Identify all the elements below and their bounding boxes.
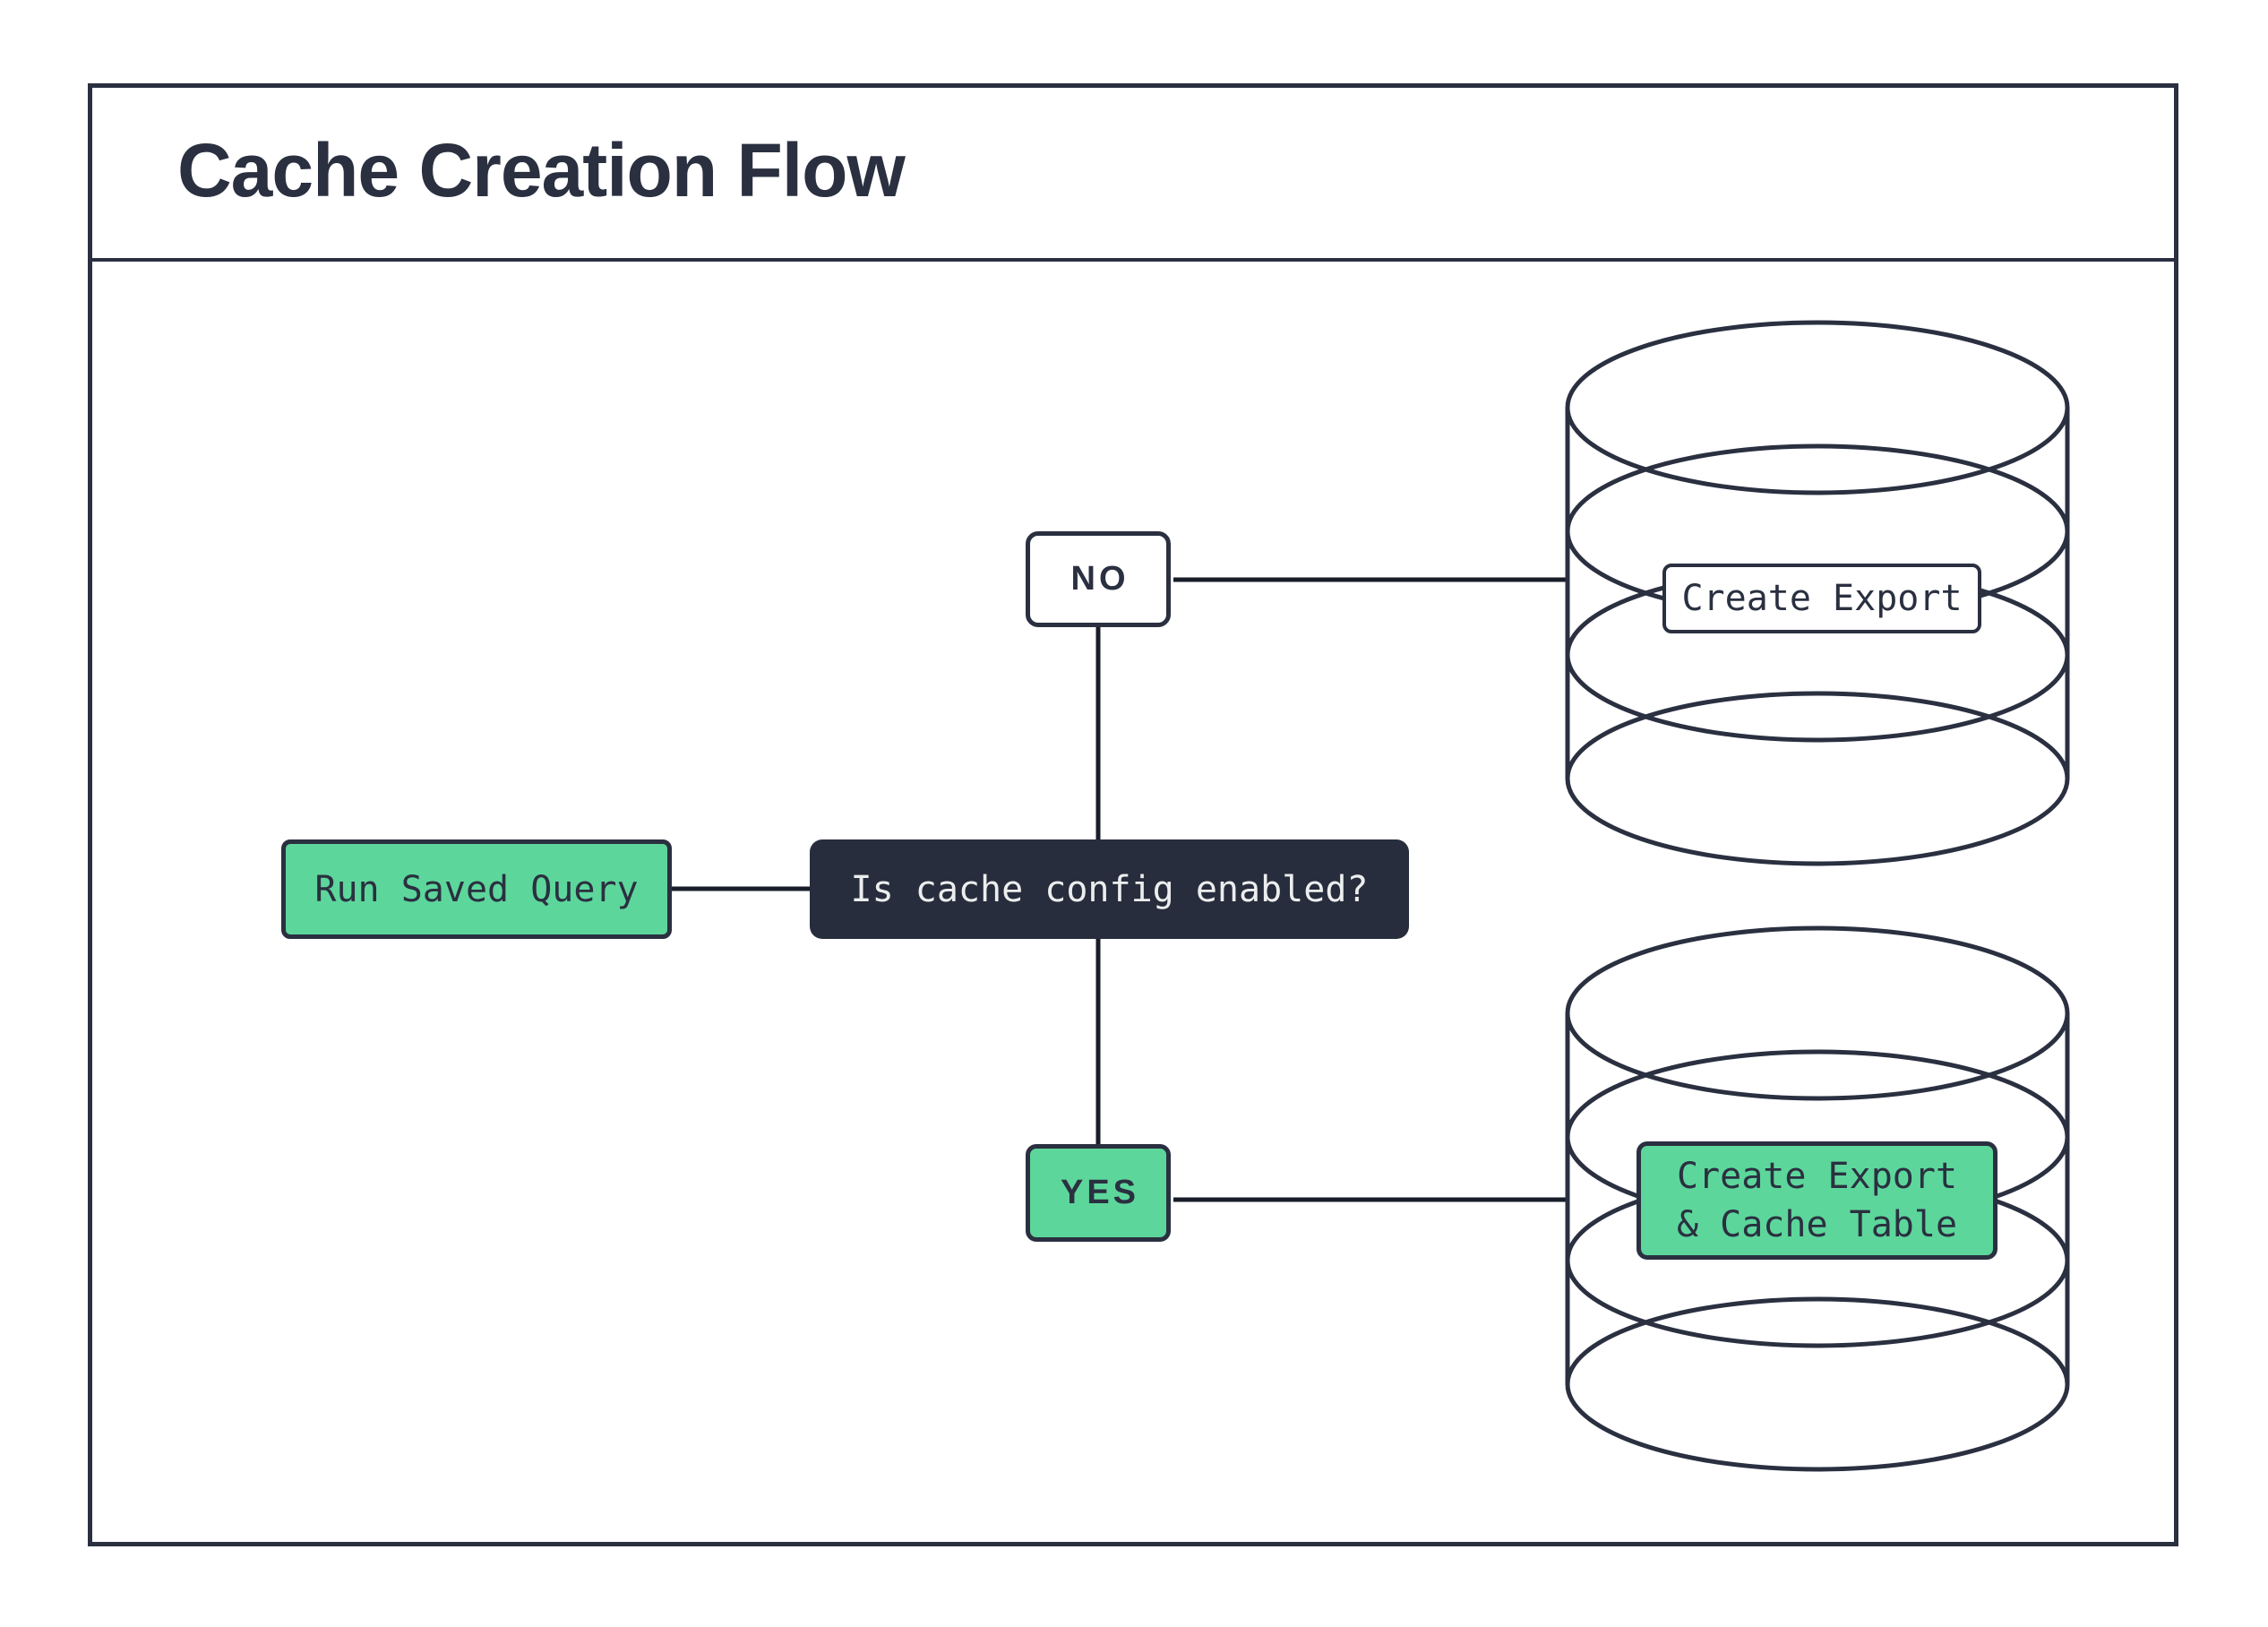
yes-branch-node: YES: [1026, 1144, 1171, 1242]
database-icon: [1565, 320, 2070, 866]
create-export-cache-line-1: Create Export: [1676, 1156, 1958, 1197]
create-export-cache-line-2: & Cache Table: [1676, 1204, 1958, 1245]
create-export-label: Create Export: [1662, 564, 1981, 633]
page-title: Cache Creation Flow: [177, 128, 906, 212]
diagram-frame: [88, 83, 2178, 1546]
create-export-cache-label: Create Export & Cache Table: [1637, 1141, 1997, 1260]
title-divider: [92, 258, 2174, 262]
no-branch-node: NO: [1026, 531, 1171, 627]
decision-node: Is cache config enabled?: [810, 839, 1409, 939]
start-node: Run Saved Query: [281, 839, 672, 939]
